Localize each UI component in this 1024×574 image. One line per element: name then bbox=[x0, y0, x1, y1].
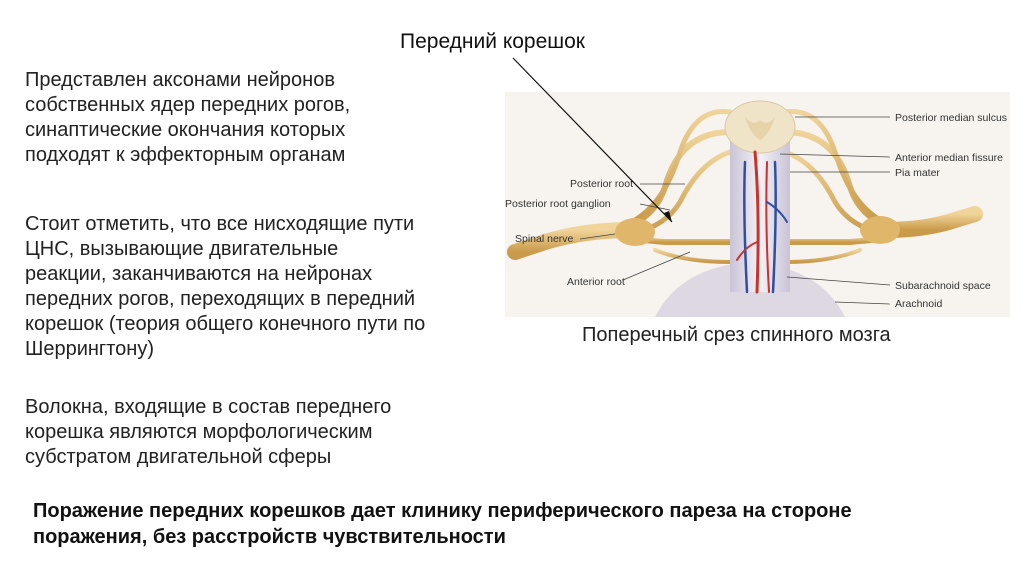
label-arachnoid: Arachnoid bbox=[895, 298, 942, 310]
paragraph-line: корешка являются морфологическим bbox=[25, 421, 373, 443]
conclusion-text: Поражение передних корешков дает клинику… bbox=[33, 498, 852, 550]
label-pia-mater: Pia mater bbox=[895, 167, 940, 179]
conclusion-line: Поражение передних корешков дает клинику… bbox=[33, 500, 852, 522]
label-anterior-root: Anterior root bbox=[567, 276, 625, 288]
spinal-cord-column bbox=[730, 132, 790, 292]
slide-title: Передний корешок bbox=[400, 30, 585, 53]
label-posterior-root: Posterior root bbox=[570, 178, 633, 190]
paragraph-line: подходят к эффекторным органам bbox=[25, 144, 346, 166]
label-subarachnoid-space: Subarachnoid space bbox=[895, 280, 991, 292]
paragraph-line: корешок (теория общего конечного пути по bbox=[25, 313, 426, 335]
label-spinal-nerve: Spinal nerve bbox=[515, 233, 574, 245]
paragraph-axons: Представлен аксонами нейронов собственны… bbox=[25, 68, 505, 168]
spinal-cord-figure: Posterior root Posterior root ganglion S… bbox=[505, 92, 1010, 317]
label-leader-lines bbox=[579, 116, 891, 305]
paragraph-line: передних рогов, переходящих в передний bbox=[25, 288, 416, 310]
label-posterior-median-sulcus: Posterior median sulcus bbox=[895, 112, 1007, 124]
spinal-cord-illustration: Posterior root Posterior root ganglion S… bbox=[505, 92, 1010, 317]
paragraph-line: собственных ядер передних рогов, bbox=[25, 94, 351, 116]
paragraph-motor-substrate: Волокна, входящие в состав переднего кор… bbox=[25, 395, 505, 470]
paragraph-line: ЦНС, вызывающие двигательные bbox=[25, 238, 339, 260]
figure-caption: Поперечный срез спинного мозга bbox=[582, 324, 891, 346]
gray-matter bbox=[745, 117, 775, 140]
paragraph-line: реакции, заканчиваются на нейронах bbox=[25, 263, 373, 285]
paragraph-line: Волокна, входящие в состав переднего bbox=[25, 396, 392, 418]
paragraph-line: Представлен аксонами нейронов bbox=[25, 69, 335, 91]
paragraph-line: синаптические окончания которых bbox=[25, 119, 346, 141]
posterior-root-ganglion bbox=[615, 218, 655, 246]
paragraph-sherrington: Стоит отметить, что все нисходящие пути … bbox=[25, 212, 505, 362]
label-anterior-median-fissure: Anterior median fissure bbox=[895, 152, 1003, 164]
right-root-ganglion bbox=[860, 216, 900, 244]
paragraph-line: субстратом двигательной сферы bbox=[25, 446, 332, 468]
label-posterior-root-ganglion: Posterior root ganglion bbox=[505, 198, 611, 210]
spinal-vessels bbox=[736, 150, 788, 294]
paragraph-line: Стоит отметить, что все нисходящие пути bbox=[25, 213, 415, 235]
paragraph-line: Шеррингтону) bbox=[25, 338, 154, 360]
conclusion-line: поражения, без расстройств чувствительно… bbox=[33, 526, 506, 548]
